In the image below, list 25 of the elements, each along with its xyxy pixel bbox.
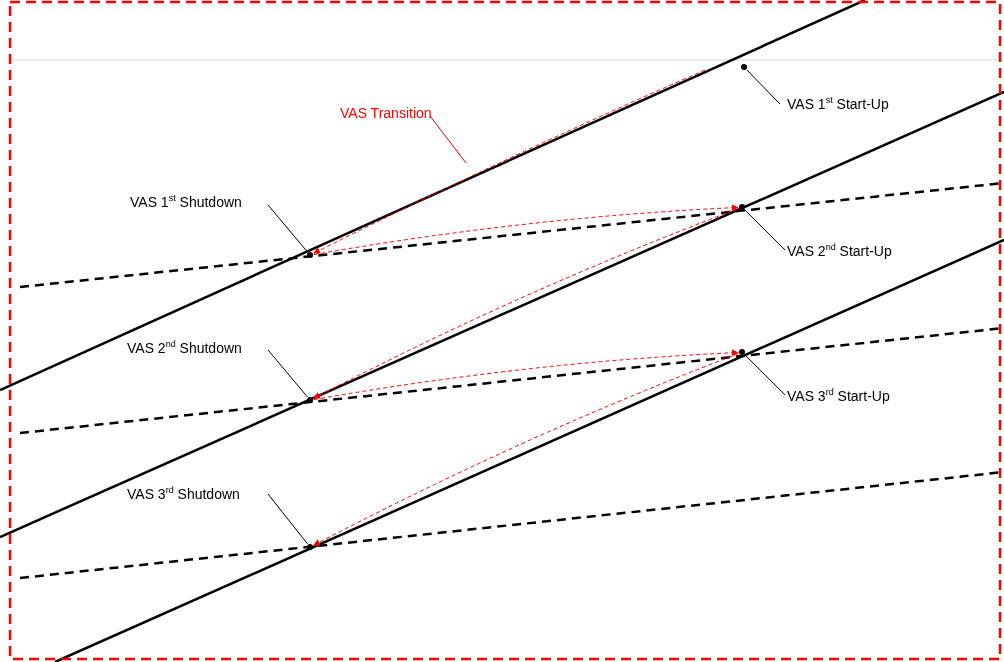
leader-line [267, 349, 308, 398]
intersection-point [307, 252, 313, 258]
arrow [313, 69, 706, 254]
line-label: VAS 2$^{nd}$ Start-Up [787, 243, 892, 260]
intersection-point [741, 64, 747, 70]
arrow [313, 204, 739, 256]
arrow [313, 208, 739, 399]
arrow [313, 349, 739, 401]
intersection-point [307, 397, 313, 403]
line-label: VAS 3$^{rd}$ Shutdown [127, 486, 240, 503]
line-label: VAS 1$^{st}$ Shutdown [130, 194, 242, 211]
leader-line [746, 69, 781, 105]
arrow [313, 353, 739, 546]
line-label: VAS 1$^{st}$ Start-Up [787, 96, 889, 113]
leader-line [744, 209, 786, 251]
leader-line [267, 493, 308, 545]
leader-line [429, 115, 467, 164]
intersection-point [739, 349, 745, 355]
line-label: VAS 3$^{rd}$ Start-Up [787, 388, 890, 405]
line-label: VAS Transition [340, 105, 432, 122]
line-label: VAS 2$^{nd}$ Shutdown [127, 340, 242, 357]
intersection-point [739, 204, 745, 210]
leader-line [267, 204, 308, 253]
intersection-point [307, 544, 313, 550]
leader-line [744, 354, 786, 396]
